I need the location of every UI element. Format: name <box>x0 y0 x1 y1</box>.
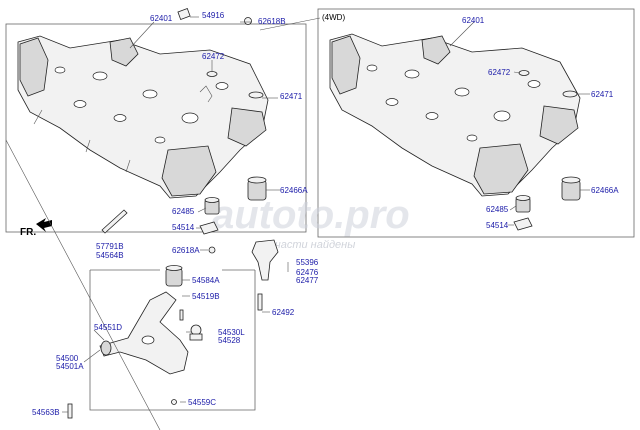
label-62472-4wd: 62472 <box>488 68 511 77</box>
bolt-54519b <box>179 309 184 321</box>
washer-62472-4wd <box>518 70 530 76</box>
label-62618b: 62618B <box>258 17 286 26</box>
watermark-subtext: запчасти найдены <box>257 239 355 251</box>
label-54584a: 54584A <box>192 276 220 285</box>
label-54500: 54500 <box>56 354 79 363</box>
bushing-62466a-4wd <box>561 176 581 201</box>
label-57791b: 57791B <box>96 242 124 251</box>
label-54528: 54528 <box>218 336 241 345</box>
label-62471-4wd: 62471 <box>591 90 614 99</box>
left-group-frame <box>5 23 307 233</box>
label-54559c: 54559C <box>188 398 216 407</box>
label-62618a: 62618A <box>172 246 200 255</box>
variant-4wd-frame <box>317 8 635 238</box>
label-54519b: 54519B <box>192 292 220 301</box>
label-62476: 62476 <box>296 268 319 277</box>
bushing-62485-4wd <box>515 195 531 213</box>
right-subframe <box>329 33 581 197</box>
bolt-54563b <box>67 403 73 419</box>
label-62466a: 62466A <box>280 186 308 195</box>
label-62471: 62471 <box>280 92 303 101</box>
nut-54559c <box>171 399 177 405</box>
label-62485: 62485 <box>172 207 195 216</box>
label-54501a: 54501A <box>56 362 84 371</box>
label-54563b: 54563B <box>32 408 60 417</box>
arm-group-frame <box>89 270 256 411</box>
label-62466a-4wd: 62466A <box>591 186 619 195</box>
nut-62618a <box>208 246 216 254</box>
label-62401: 62401 <box>150 14 173 23</box>
left-subframe <box>17 35 269 199</box>
plate-54514-4wd <box>513 217 533 231</box>
label-62485-4wd: 62485 <box>486 205 509 214</box>
label-55396: 55396 <box>296 258 319 267</box>
label-54514-4wd: 54514 <box>486 221 509 230</box>
bushing-62485 <box>204 197 220 215</box>
label-62401-4wd: 62401 <box>462 16 485 25</box>
bushing-62466a <box>247 176 267 201</box>
variant-label: (4WD) <box>322 13 345 22</box>
bracket-62476 <box>251 239 279 281</box>
plate-54514 <box>199 221 219 235</box>
label-54564b: 54564B <box>96 251 124 260</box>
washer-62472 <box>206 71 218 77</box>
front-arrow-icon <box>36 218 52 232</box>
front-direction-label: FR. <box>20 227 36 238</box>
bolt-62492 <box>257 293 263 311</box>
washer-62471 <box>248 91 264 99</box>
bolt-57791b <box>101 209 128 234</box>
label-54916: 54916 <box>202 11 225 20</box>
label-62477: 62477 <box>296 276 319 285</box>
label-54530l: 54530L <box>218 328 245 337</box>
lower-control-arm <box>99 265 203 375</box>
label-54551d: 54551D <box>94 323 122 332</box>
washer-62471-4wd <box>562 90 578 98</box>
label-62472: 62472 <box>202 52 225 61</box>
nut-62618b <box>244 17 252 25</box>
watermark-text: autoto.pro <box>212 193 410 237</box>
bracket-54916 <box>177 8 191 20</box>
label-62492: 62492 <box>272 308 295 317</box>
label-54514: 54514 <box>172 223 195 232</box>
